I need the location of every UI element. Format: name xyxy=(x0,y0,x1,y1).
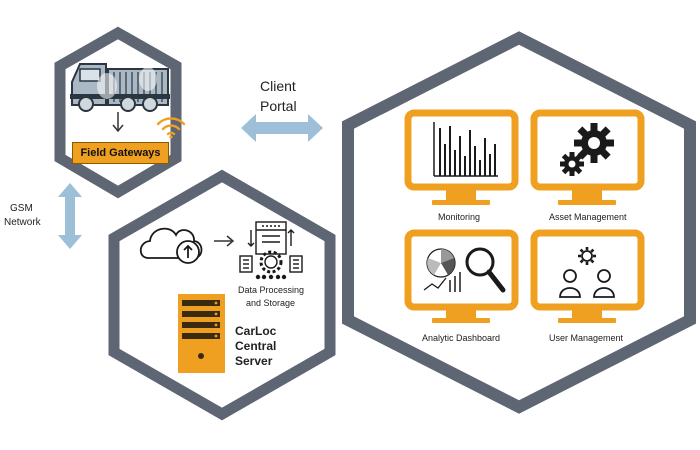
client-portal-label-line2: Portal xyxy=(260,98,297,114)
client-portal-label-line1: Client xyxy=(260,78,296,94)
gsm-network-arrow xyxy=(58,183,82,249)
central-server-label-line3: Server xyxy=(235,354,273,368)
data-processing-icon xyxy=(239,221,303,280)
analytics-magnifier-icon xyxy=(423,247,506,293)
data-processing-label-line2: and Storage xyxy=(246,298,296,308)
gsm-network-label-line2: Network xyxy=(4,217,41,228)
field-gateways-label: Field Gateways xyxy=(72,142,169,164)
user-management-monitor xyxy=(530,229,645,323)
monitoring-label: Monitoring xyxy=(438,212,481,222)
gears-icon xyxy=(560,123,614,176)
analytic-dashboard-monitor xyxy=(404,229,519,323)
truck-icon xyxy=(70,63,170,112)
wifi-icon xyxy=(156,117,186,139)
gsm-network-label-line1: GSM xyxy=(10,203,33,214)
central-server-label-line1: CarLoc xyxy=(235,324,277,338)
down-arrow-icon xyxy=(112,112,124,133)
client-portal-arrow xyxy=(241,114,323,142)
cloud-upload-icon xyxy=(139,227,203,264)
analytic-dashboard-label: Analytic Dashboard xyxy=(422,333,501,343)
users-gear-icon xyxy=(559,247,615,298)
data-processing-label-line1: Data Processing xyxy=(238,285,305,295)
central-server-label-line2: Central xyxy=(235,339,277,353)
server-tower-icon xyxy=(178,294,225,373)
user-management-label: User Management xyxy=(549,333,624,343)
bar-chart-icon xyxy=(433,122,498,177)
asset-management-label: Asset Management xyxy=(549,212,627,222)
right-arrow-icon xyxy=(214,235,235,247)
client-portal-hexagon xyxy=(342,31,696,414)
